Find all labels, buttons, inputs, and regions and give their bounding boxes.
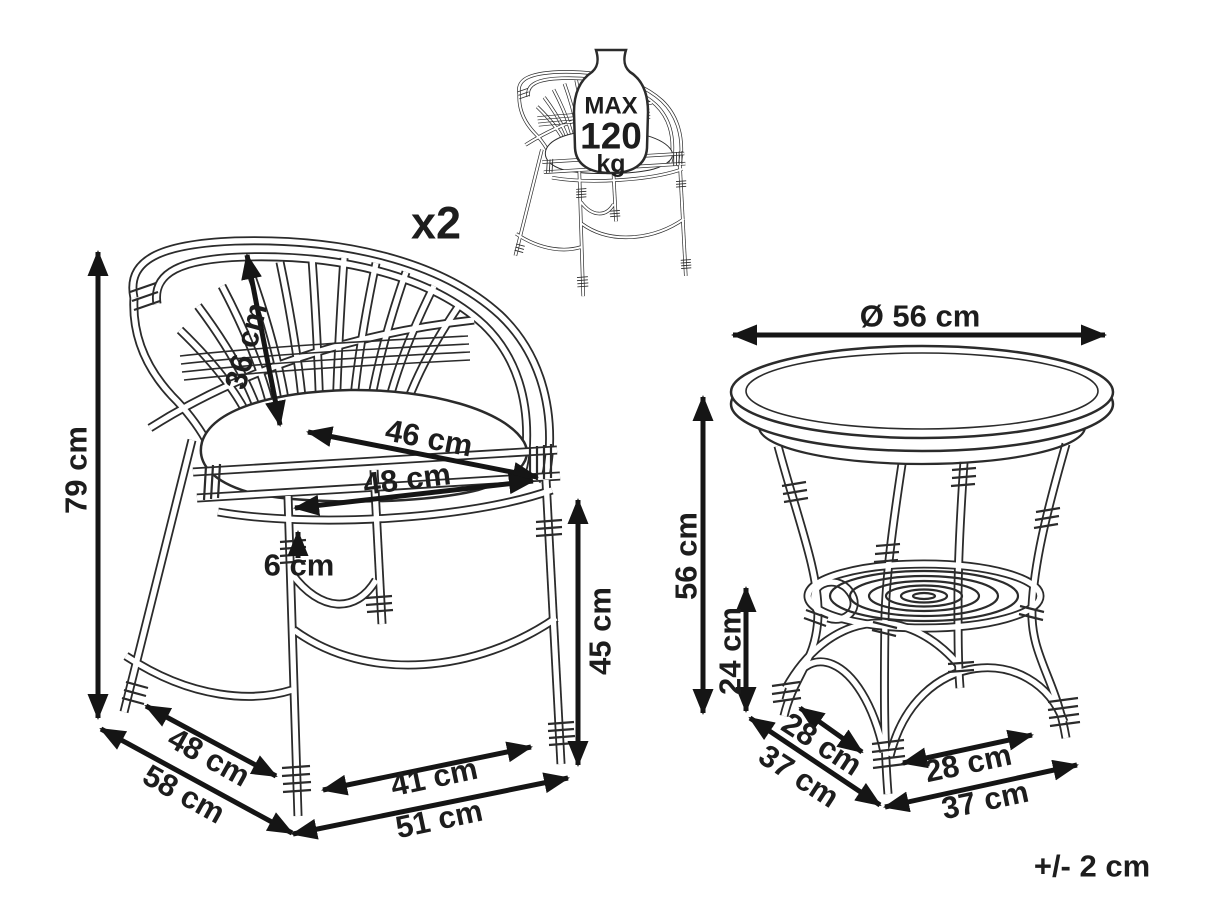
chair-seat-width-arrow	[293, 473, 535, 516]
chair-cushion-label: 6 cm	[264, 548, 335, 583]
dimension-arrows	[87, 250, 1107, 840]
table-shelf-rings	[828, 569, 1020, 623]
table-drawing	[729, 344, 1115, 794]
table-bindings	[771, 466, 1081, 770]
tolerance-label: +/- 2 cm	[1034, 849, 1150, 884]
chair-height-label: 79 cm	[59, 426, 94, 514]
quantity-label: x2	[411, 198, 461, 249]
table-total-depth-arrow	[748, 715, 882, 808]
table-base-width-arrow	[901, 729, 1034, 769]
chair-total-depth-arrow	[99, 726, 294, 836]
weight-unit-label: kg	[596, 150, 625, 178]
table-shelf-height-label: 24 cm	[713, 607, 748, 695]
weight-max-label: MAX	[584, 93, 637, 120]
chair-back-height-arrow	[241, 253, 286, 427]
weight-value-label: 120	[580, 116, 642, 157]
chair-total-width-arrow	[291, 772, 570, 840]
table-total-width-arrow	[883, 759, 1079, 813]
chair-seat-height-label: 45 cm	[583, 587, 618, 675]
table-height-label: 56 cm	[669, 512, 704, 600]
chair-seat-depth-arrow	[306, 426, 539, 483]
table-diameter-label: Ø 56 cm	[860, 299, 981, 334]
weight-icon: MAX 120 kg	[572, 48, 650, 178]
